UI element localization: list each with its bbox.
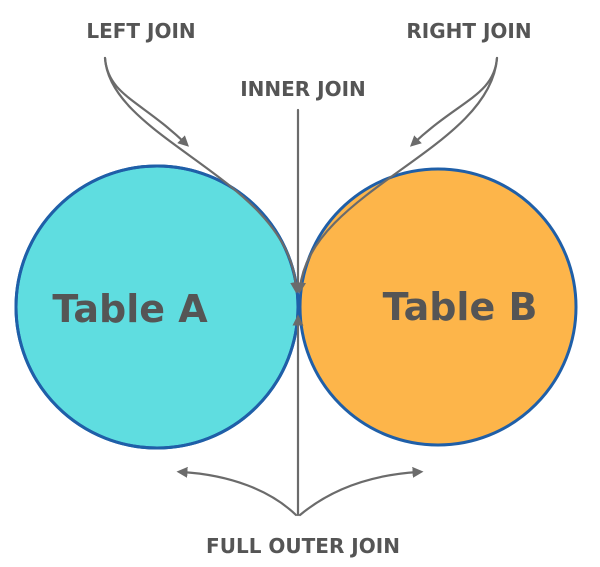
right-join-arrow-to-b (409, 56, 499, 147)
table-b-label: Table B (383, 285, 538, 329)
table-b-circle (298, 167, 578, 447)
watermark: 知乎 @大风在睡觉 (450, 537, 575, 555)
inner-join-label: INNER JOIN (240, 77, 366, 101)
full-outer-arrow-to-a (176, 466, 298, 517)
right-join-label: RIGHT JOIN (406, 19, 531, 43)
left-join-label: LEFT JOIN (86, 19, 195, 43)
right-join-arrow-to-inner (295, 56, 499, 294)
table-a-label: Table A (52, 287, 208, 331)
left-join-arrow-to-a (103, 56, 189, 147)
left-join-arrow-to-inner (103, 56, 302, 294)
full-outer-arrow-to-b (298, 466, 424, 517)
full-outer-join-label: FULL OUTER JOIN (206, 534, 400, 558)
table-a-outline (14, 164, 300, 450)
